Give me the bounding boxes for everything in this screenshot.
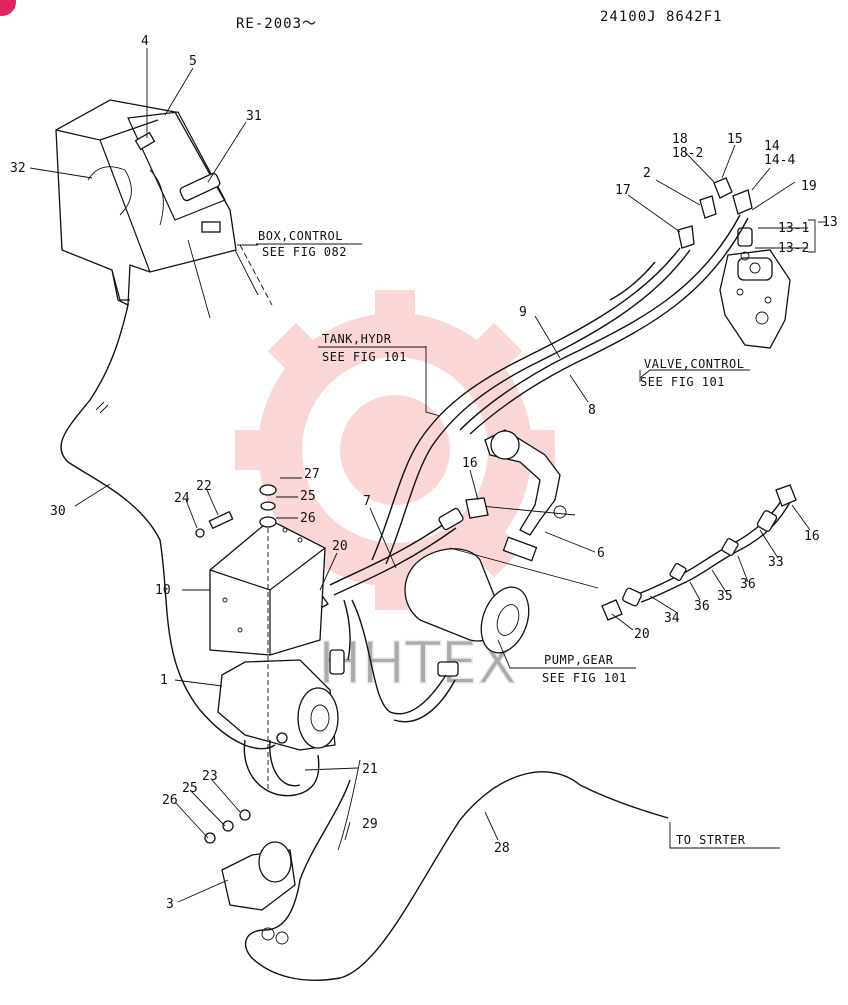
ref-box-control-fig: SEE FIG 082 [262, 245, 347, 259]
corner-badge [0, 0, 16, 16]
callout-36-left: 36 [694, 599, 710, 614]
callout-9: 9 [519, 305, 527, 320]
callout-16-upper: 16 [462, 456, 478, 471]
callout-8: 8 [588, 403, 596, 418]
callout-13-2: 13-2 [778, 241, 809, 256]
callout-4: 4 [141, 34, 149, 49]
callout-3: 3 [166, 897, 174, 912]
callout-36-right: 36 [740, 577, 756, 592]
callout-23: 23 [202, 769, 218, 784]
callout-7: 7 [363, 494, 371, 509]
callout-31: 31 [246, 109, 262, 124]
callout-21: 21 [362, 762, 378, 777]
return-hose-assembly [601, 484, 797, 621]
callout-13: 13 [822, 215, 838, 230]
pump-motor [217, 659, 339, 797]
ref-valve-control-title: VALVE,CONTROL [644, 357, 744, 371]
callout-27: 27 [304, 467, 320, 482]
callout-14-4: 14-4 [764, 153, 795, 168]
serial-range: RE-2003～ [236, 16, 317, 32]
hardware-set-upper [195, 484, 277, 790]
ref-tank-hydr-fig: SEE FIG 101 [322, 350, 407, 364]
ref-box-control-title: BOX,CONTROL [258, 229, 343, 243]
callout-25-lower: 25 [182, 781, 198, 796]
callout-26-lower: 26 [162, 793, 178, 808]
ref-valve-control-fig: SEE FIG 101 [640, 375, 725, 389]
callout-28: 28 [494, 841, 510, 856]
callout-19: 19 [801, 179, 817, 194]
ref-pump-gear-fig: SEE FIG 101 [542, 671, 627, 685]
callout-35: 35 [717, 589, 733, 604]
callout-18: 18 [672, 132, 688, 147]
callout-25: 25 [300, 489, 316, 504]
callout-6: 6 [597, 546, 605, 561]
reference-notes: BOX,CONTROL SEE FIG 082 TANK,HYDR SEE FI… [256, 229, 746, 847]
relay-bracket [209, 519, 326, 656]
drawing-code: 24100J 8642F1 [600, 9, 723, 25]
callout-20-left: 20 [332, 539, 348, 554]
callout-30: 30 [50, 504, 66, 519]
callout-33: 33 [768, 555, 784, 570]
callout-29: 29 [362, 817, 378, 832]
control-valve [677, 177, 791, 349]
ref-tank-hydr-title: TANK,HYDR [322, 332, 392, 346]
callout-24: 24 [174, 491, 190, 506]
callout-34: 34 [664, 611, 680, 626]
callout-10: 10 [155, 583, 171, 598]
leader-lines [29, 48, 826, 903]
callout-20-right: 20 [634, 627, 650, 642]
callout-18-2: 18-2 [672, 146, 703, 161]
control-box-assembly [55, 99, 259, 319]
callout-22: 22 [196, 479, 212, 494]
callout-15: 15 [727, 132, 743, 147]
callout-13-1: 13-1 [778, 221, 809, 236]
callout-1: 1 [160, 673, 168, 688]
starter-solenoid [204, 809, 296, 945]
callout-17: 17 [615, 183, 631, 198]
cables [60, 304, 669, 981]
hydraulic-lines [371, 214, 749, 565]
callout-labels: 4 5 31 32 18 18-2 15 14 14-4 19 17 2 13-… [10, 34, 838, 912]
callout-16-right: 16 [804, 529, 820, 544]
callout-5: 5 [189, 54, 197, 69]
gear-pump-assembly [351, 429, 599, 723]
ref-pump-gear-title: PUMP,GEAR [544, 653, 614, 667]
ref-to-starter: TO STRTER [676, 833, 746, 847]
callout-14: 14 [764, 139, 780, 154]
callout-2: 2 [643, 166, 651, 181]
callout-26: 26 [300, 511, 316, 526]
callout-32: 32 [10, 161, 26, 176]
